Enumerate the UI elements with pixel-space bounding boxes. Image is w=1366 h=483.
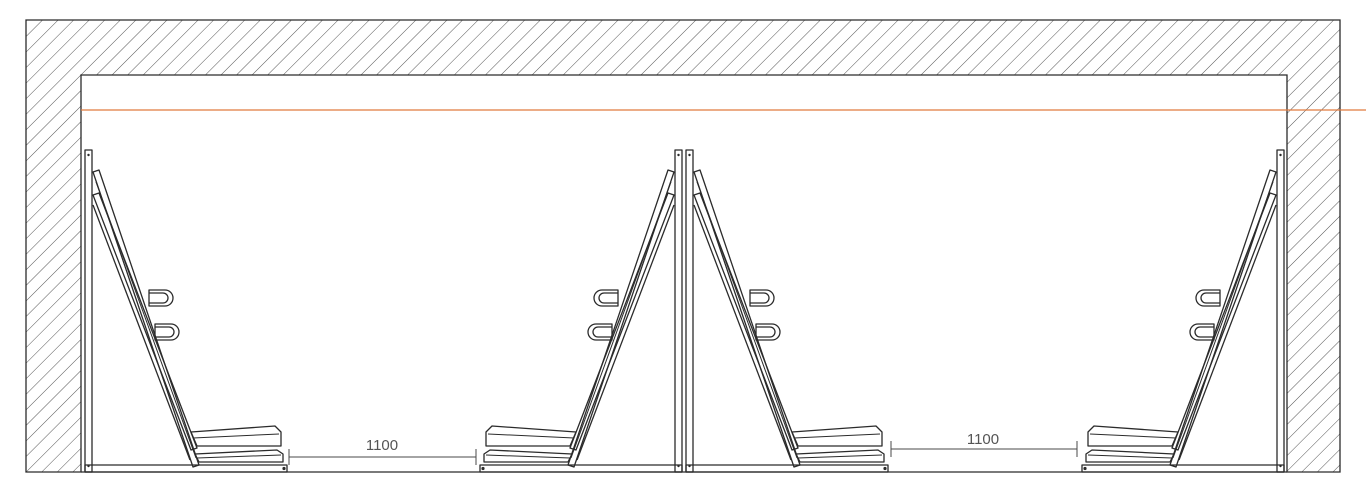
- wall-hatch: [26, 20, 1340, 472]
- wall-outline: [25, 19, 1341, 473]
- rack-2: [479, 149, 683, 473]
- dimension-2: 1100: [890, 431, 1078, 457]
- rack-1: [84, 149, 288, 473]
- dimension-label-2: 1100: [967, 431, 999, 448]
- rack-4: [1081, 149, 1285, 473]
- dimension-1: 1100: [288, 437, 477, 465]
- dimension-label-1: 1100: [366, 437, 398, 454]
- rack-3: [685, 149, 889, 473]
